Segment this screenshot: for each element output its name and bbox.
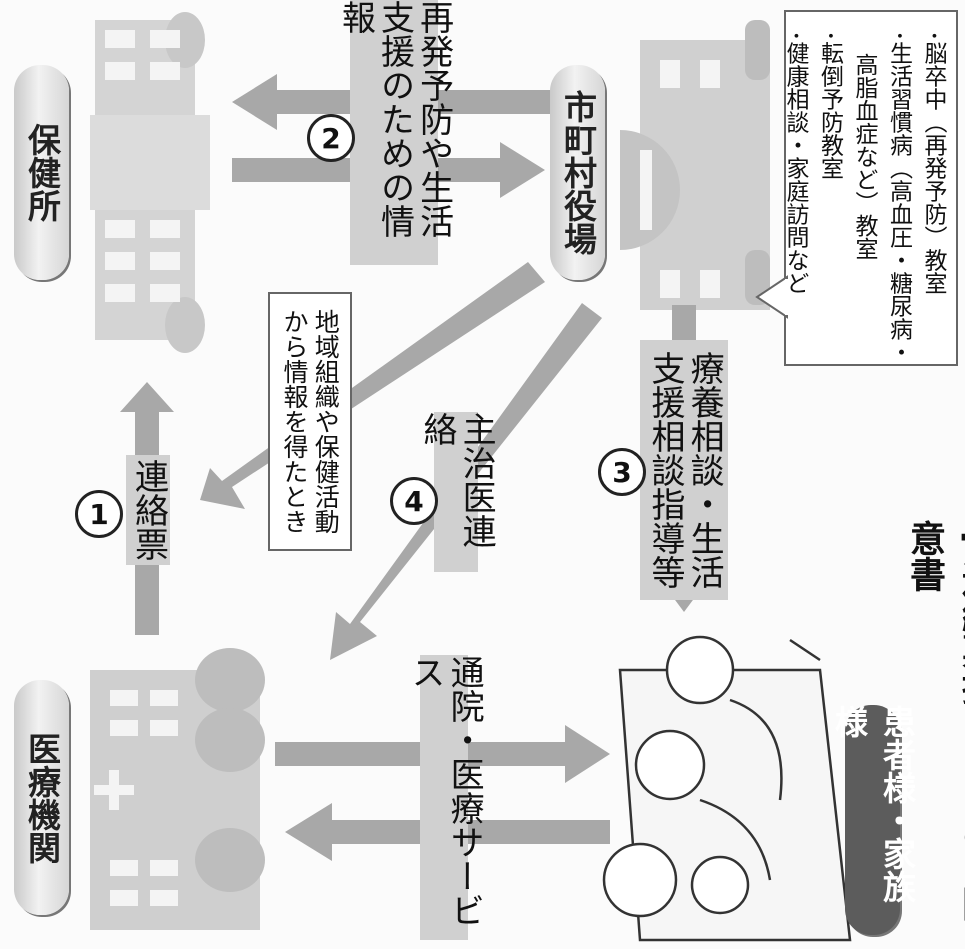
flow3-label-line2: 支援相談指導等 (645, 351, 685, 589)
health-center-building-icon (90, 12, 210, 353)
flow2-label-box: 再発予防や生活支援のための情報 (335, 0, 454, 265)
service-label: 通院・医療サービス (405, 655, 485, 927)
info-source-line2: から情報を得たとき (280, 309, 309, 534)
node-kanja: 患者様・家族様 (830, 705, 917, 935)
node-shicho-label: 市町村役場 (558, 90, 598, 255)
flow2-label-line1: 再発予防や生活 (413, 0, 454, 238)
program-item: ･健康相談・家庭訪問など (782, 30, 808, 295)
program-item: ･脳卒中（再発予防）教室 (920, 30, 946, 295)
flow2-label: 再発予防や生活支援のための情報 (335, 0, 454, 265)
node-iryo-label: 医療機関 (22, 731, 62, 864)
info-source-box: 地域組織や保健活動から情報を得たとき (268, 292, 352, 551)
info-source-text: 地域組織や保健活動から情報を得たとき (279, 309, 342, 534)
node-hokenjo-label: 保健所 (22, 123, 62, 222)
hospital-building-icon (90, 648, 265, 930)
flow2-label-line2: 支援のための情報 (335, 0, 415, 238)
program-item: ･生活習慣病（高血圧・糖尿病・ (885, 30, 912, 364)
footnote: ※連絡票提出のための同意書 (904, 520, 965, 921)
flow4-label: 主治医連絡 (417, 412, 497, 548)
family-illustration (602, 635, 852, 942)
node-iryo: 医療機関 (14, 680, 69, 915)
program-list: ･脳卒中（再発予防）教室 ･生活習慣病（高血圧・糖尿病・ 高脂血症など）教室 ･… (778, 30, 951, 364)
node-hokenjo: 保健所 (14, 65, 69, 280)
program-item: ･転倒予防教室 (816, 30, 843, 180)
flow2-number: 2 (307, 114, 355, 162)
program-callout: ･脳卒中（再発予防）教室 ･生活習慣病（高血圧・糖尿病・ 高脂血症など）教室 ･… (782, 10, 958, 366)
flow1-label-box: 連絡票 (126, 455, 170, 565)
flow3-label: 療養相談・生活支援相談指導等 (645, 351, 725, 589)
flow4-number: 4 (390, 477, 438, 525)
info-source-line1: 地域組織や保健活動 (311, 309, 341, 534)
flow3-label-line1: 療養相談・生活 (684, 351, 725, 589)
flow1-number: 1 (75, 490, 123, 538)
program-item: 高脂血症など）教室 (851, 30, 877, 260)
flow1-label: 連絡票 (128, 459, 169, 561)
arrow-renrakuhyo-head (120, 382, 174, 412)
flow3-label-box: 療養相談・生活支援相談指導等 (640, 340, 728, 600)
city-hall-building-icon (620, 20, 770, 310)
flow3-number: 3 (598, 448, 646, 496)
service-label-box: 通院・医療サービス (405, 655, 484, 940)
node-shicho: 市町村役場 (550, 65, 605, 280)
node-kanja-label: 患者様・家族様 (829, 705, 917, 903)
callout-pointer (755, 275, 789, 319)
flow4-label-box: 主治医連絡 (417, 412, 496, 572)
